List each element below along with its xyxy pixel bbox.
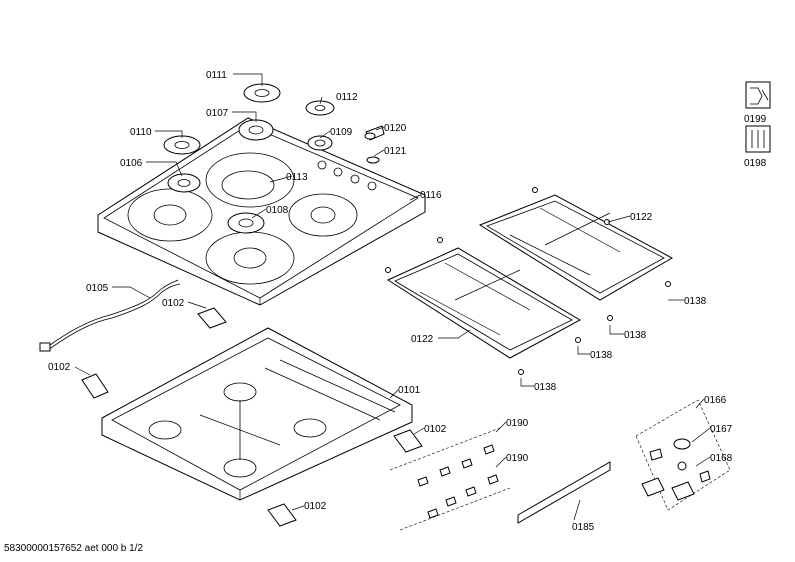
clamp-0102-d xyxy=(267,503,297,527)
clamp-0102-c xyxy=(393,429,423,453)
screw-set-0190 xyxy=(389,427,511,531)
document-footer: 58300000157652 aet 000 b 1/2 xyxy=(4,543,144,554)
tools-icon xyxy=(745,125,771,153)
label-0138-d: 0138 xyxy=(534,382,557,393)
label-0113: 0113 xyxy=(286,172,308,183)
gas-connector-set-0166 xyxy=(635,399,731,511)
label-0116: 0116 xyxy=(420,190,442,201)
label-0190-b: 0190 xyxy=(506,453,529,464)
label-0138-a: 0138 xyxy=(684,296,707,307)
label-0168: 0168 xyxy=(710,453,733,464)
label-0121: 0121 xyxy=(384,146,407,157)
label-0122-right: 0122 xyxy=(630,212,653,223)
clamp-0102-b xyxy=(81,373,109,399)
knob-0120 xyxy=(364,125,385,141)
manual-icon xyxy=(745,81,771,109)
label-0102-d: 0102 xyxy=(304,501,327,512)
burner-crown-0107 xyxy=(238,119,274,141)
clamp-0102-a xyxy=(197,307,227,329)
label-0111: 0111 xyxy=(206,70,227,81)
seal-strip-0185 xyxy=(517,461,611,524)
burner-crown-0108 xyxy=(227,212,265,234)
label-0166: 0166 xyxy=(704,395,727,406)
label-0138-b: 0138 xyxy=(624,330,647,341)
knob-ring-0121 xyxy=(366,156,380,164)
label-0105: 0105 xyxy=(86,283,109,294)
power-cable xyxy=(39,279,181,352)
part-labels: 0111 0112 0107 0110 0109 0120 0121 0106 … xyxy=(48,70,767,533)
label-0199: 0199 xyxy=(744,114,767,125)
burner-cap-0110 xyxy=(163,135,201,155)
label-0110: 0110 xyxy=(130,127,152,138)
label-0120: 0120 xyxy=(384,123,407,134)
burner-cap-0111 xyxy=(243,83,281,103)
label-0102-b: 0102 xyxy=(48,362,71,373)
label-0112: 0112 xyxy=(336,92,358,103)
label-0102-c: 0102 xyxy=(424,424,447,435)
leader-lines xyxy=(74,73,711,521)
bottom-tray xyxy=(101,327,413,501)
burner-cap-0112 xyxy=(305,100,335,116)
pan-support-left xyxy=(386,247,582,359)
label-0109: 0109 xyxy=(330,127,353,138)
burner-crown-0106 xyxy=(167,173,201,193)
label-0190-a: 0190 xyxy=(506,418,529,429)
rubber-foot-icons xyxy=(385,187,671,375)
label-0107: 0107 xyxy=(206,108,229,119)
label-0102-a: 0102 xyxy=(162,298,185,309)
label-0198: 0198 xyxy=(744,158,767,169)
label-0122-left: 0122 xyxy=(411,334,434,345)
burner-crown-0109 xyxy=(307,135,333,151)
label-0138-c: 0138 xyxy=(590,350,613,361)
pan-support-right xyxy=(478,194,674,301)
label-0185: 0185 xyxy=(572,522,595,533)
label-0108: 0108 xyxy=(266,205,289,216)
label-0106: 0106 xyxy=(120,158,143,169)
label-0167: 0167 xyxy=(710,424,733,435)
label-0101: 0101 xyxy=(398,385,421,396)
